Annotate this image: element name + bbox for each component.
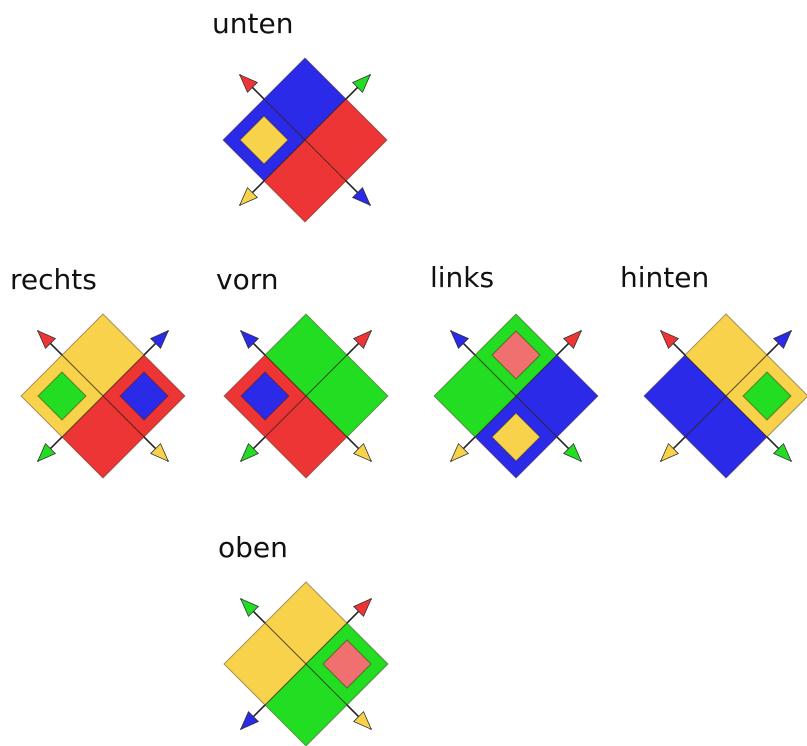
arrow-head-bottom-right [772,442,793,463]
quadrant-divider [61,354,145,438]
quadrant-left [643,354,727,438]
inset-marker-2 [491,412,541,462]
face-label-links: links [430,261,495,294]
face-vorn [223,313,389,479]
arrow-head-bottom-right [149,442,170,463]
quadrant-left [223,622,307,706]
inset-marker [119,371,169,421]
face-label-vorn: vorn [216,263,279,296]
inset-marker [491,330,541,380]
arrow-head-bottom-right [562,442,583,463]
arrow-head-top-left [449,329,470,350]
quadrant-divider [264,622,348,706]
arrow-head-bottom-left [239,442,260,463]
quadrant-divider [474,354,558,438]
face-label-oben: oben [218,531,288,564]
arrow-head-top-left [238,73,259,94]
face-hinten [643,313,807,479]
inset-marker [322,639,372,689]
quadrant-divider [264,354,348,438]
quadrant-divider [264,354,348,438]
quadrant-divider [684,354,768,438]
arrow-head-bottom-left [239,710,260,731]
arrow-head-top-left [36,329,57,350]
arrow-head-bottom-left [36,442,57,463]
arrow-head-bottom-left [659,442,680,463]
arrow-head-bottom-right [351,186,372,207]
quadrant-divider [474,354,558,438]
quadrant-divider [263,98,347,182]
arrow-head-top-left [239,329,260,350]
arrow-head-bottom-right [352,442,373,463]
inset-marker [239,115,289,165]
quadrant-divider [61,354,145,438]
arrow-head-top-right [772,329,793,350]
arrow-head-top-right [351,73,372,94]
arrow-head-top-left [659,329,680,350]
face-label-rechts: rechts [10,263,97,296]
arrow-head-bottom-left [238,186,259,207]
face-label-unten: unten [212,7,294,40]
inset-marker [742,371,792,421]
inset-marker [240,371,290,421]
arrow-head-bottom-right [352,710,373,731]
arrow-head-top-left [239,597,260,618]
arrow-head-top-right [149,329,170,350]
arrow-head-bottom-left [449,442,470,463]
arrow-head-top-right [562,329,583,350]
quadrant-divider [263,98,347,182]
arrow-head-top-right [352,597,373,618]
face-rechts [20,313,186,479]
inset-marker-2 [37,371,87,421]
quadrant-divider [264,622,348,706]
face-label-hinten: hinten [620,261,710,294]
face-unten [222,57,388,223]
face-links [433,313,599,479]
arrow-head-top-right [352,329,373,350]
quadrant-divider [684,354,768,438]
quadrant-left [433,354,517,438]
face-oben [223,581,389,746]
